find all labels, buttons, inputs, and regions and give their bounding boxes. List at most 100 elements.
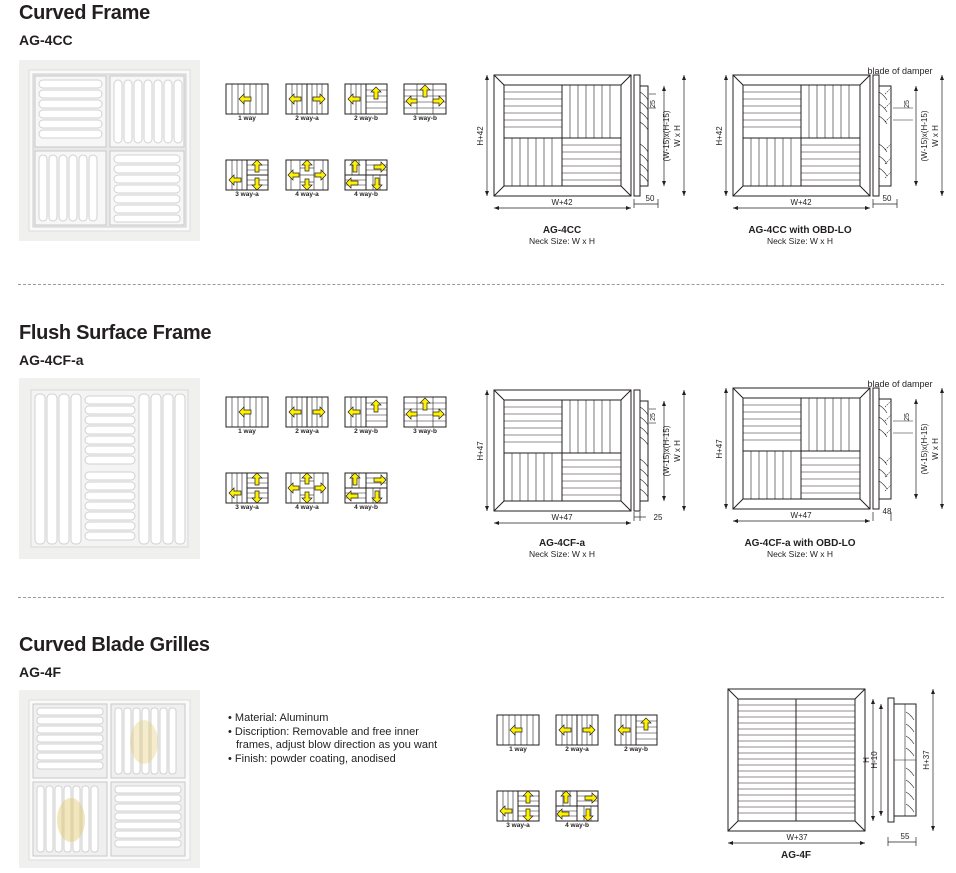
arrow-left-icon — [287, 482, 300, 494]
inner-dimension: (W-15)x(H-15) — [920, 423, 929, 474]
airflow-pattern-3-way-b: 3 way-b — [403, 83, 447, 122]
arrow-up-icon — [560, 790, 572, 804]
airflow-pattern-2-way-a: 2 way-a — [555, 714, 599, 753]
arrow-right-icon — [312, 406, 326, 418]
technical-drawing-ag-4f: W+37 H H-10 H+37 55 — [720, 684, 946, 855]
icon-caption: 3 way-b — [413, 115, 437, 122]
arrow-up-icon — [301, 159, 313, 172]
arrow-up-icon — [251, 472, 263, 486]
drawing-name: AG-4CF-a — [538, 538, 586, 549]
arrow-left-icon — [347, 93, 361, 105]
side-bottom-dimension: 55 — [901, 832, 910, 841]
damper-label: blade of damper — [867, 66, 932, 76]
drawing-caption: AG-4CF-a with OBD-LO Neck Size: W x H — [730, 538, 870, 559]
arrow-up-icon — [349, 472, 361, 486]
arrow-down-icon — [371, 490, 383, 504]
side-bottom-dimension: 50 — [646, 194, 655, 203]
airflow-pattern-2-way-b: 2 way-b — [344, 396, 388, 435]
icon-caption: 3 way-a — [506, 822, 530, 829]
arrow-up-icon — [301, 472, 313, 485]
description-line: • Discription: Removable and free inner … — [228, 725, 438, 752]
arrow-up-icon — [640, 717, 652, 731]
side-top-dimension: 25 — [904, 100, 911, 108]
airflow-pattern-2-way-b: 2 way-b — [614, 714, 658, 753]
arrow-right-icon — [373, 474, 387, 486]
height-dimension: H+47 — [476, 441, 485, 461]
airflow-pattern-1-way: 1 way — [225, 83, 269, 122]
drawing-caption: AG-4CC Neck Size: W x H — [500, 225, 624, 246]
section-divider — [18, 597, 944, 598]
arrow-right-icon — [373, 161, 387, 173]
inner-dimension: (W-15)x(H-15) — [920, 110, 929, 161]
side-top-dimension: 25 — [904, 413, 911, 421]
airflow-pattern-2-way-a: 2 way-a — [285, 396, 329, 435]
icon-caption: 2 way-b — [354, 428, 378, 435]
inner-dimension: (W-15)x(H-15) — [662, 110, 671, 161]
icon-caption: 3 way-a — [235, 191, 259, 198]
airflow-pattern-4-way-b: 4 way-b — [555, 790, 599, 829]
technical-drawing-ag-4cc: H+42 W+42 25 (W-15)x(H-15) W x H 50 — [474, 72, 690, 227]
arrow-right-icon — [584, 792, 598, 804]
arrow-up-icon — [370, 86, 382, 100]
description-line: • Material: Aluminum — [228, 712, 329, 724]
arrow-right-icon — [314, 169, 327, 181]
icon-caption: 2 way-b — [354, 115, 378, 122]
icon-caption: 2 way-a — [565, 746, 589, 753]
width-dimension: W+47 — [790, 511, 812, 520]
width-dimension: W+42 — [551, 198, 573, 207]
drawing-caption: AG-4CC with OBD-LO Neck Size: W x H — [730, 225, 870, 246]
airflow-pattern-1-way: 1 way — [496, 714, 540, 753]
icon-caption: 2 way-a — [295, 115, 319, 122]
airflow-pattern-3-way-a: 3 way-a — [225, 472, 269, 511]
section-title: Flush Surface Frame — [19, 322, 212, 344]
arrow-left-icon — [556, 808, 570, 820]
arrow-left-icon — [238, 93, 252, 105]
airflow-pattern-1-way: 1 way — [225, 396, 269, 435]
arrow-up-icon — [251, 159, 263, 173]
arrow-left-icon — [345, 177, 359, 189]
arrow-right-icon — [582, 724, 596, 736]
arrow-down-icon — [522, 808, 534, 822]
arrow-left-icon — [238, 406, 252, 418]
section-title: Curved Blade Grilles — [19, 634, 210, 656]
technical-drawing-ag-4cc-obd-lo: blade of damper H+42 W+42 25 (W-15)x(H-1 — [713, 64, 948, 227]
arrow-left-icon — [405, 408, 418, 420]
icon-caption: 4 way-b — [354, 191, 378, 198]
airflow-pattern-4-way-b: 4 way-b — [344, 472, 388, 511]
arrow-up-icon — [349, 159, 361, 173]
height-h-dimension: H — [862, 757, 871, 763]
arrow-left-icon — [288, 406, 302, 418]
airflow-pattern-4-way-a: 4 way-a — [285, 472, 329, 511]
height-outer-dimension: H+37 — [922, 750, 931, 770]
product-photo — [19, 60, 200, 241]
airflow-pattern-4-way-a: 4 way-a — [285, 159, 329, 198]
product-photo — [19, 378, 200, 559]
icon-caption: 2 way-a — [295, 428, 319, 435]
neck-size: Neck Size: W x H — [766, 236, 834, 246]
arrow-left-icon — [405, 95, 418, 107]
arrow-up-icon — [370, 399, 382, 413]
outer-dimension: W x H — [931, 125, 940, 147]
arrow-right-icon — [432, 408, 445, 420]
icon-caption: 3 way-a — [235, 504, 259, 511]
outer-dimension: W x H — [673, 125, 682, 147]
section-title: Curved Frame — [19, 2, 150, 24]
side-bottom-dimension: 25 — [654, 513, 663, 522]
height-dimension: H+42 — [715, 126, 724, 146]
description-line: • Finish: powder coating, anodised — [228, 752, 396, 765]
airflow-pattern-2-way-b: 2 way-b — [344, 83, 388, 122]
side-bottom-dimension: 50 — [883, 194, 892, 203]
arrow-right-icon — [312, 93, 326, 105]
drawing-name: AG-4CC with OBD-LO — [748, 225, 852, 236]
icon-caption: 4 way-a — [295, 191, 319, 198]
arrow-left-icon — [617, 724, 631, 736]
width-dimension: W+42 — [790, 198, 812, 207]
airflow-pattern-3-way-a: 3 way-a — [225, 159, 269, 198]
model-code: AG-4F — [19, 664, 61, 680]
icon-caption: 1 way — [509, 746, 527, 753]
arrow-down-icon — [251, 177, 263, 191]
neck-size: Neck Size: W x H — [528, 236, 596, 246]
airflow-pattern-4-way-b: 4 way-b — [344, 159, 388, 198]
airflow-pattern-3-way-b: 3 way-b — [403, 396, 447, 435]
icon-caption: 4 way-b — [565, 822, 589, 829]
